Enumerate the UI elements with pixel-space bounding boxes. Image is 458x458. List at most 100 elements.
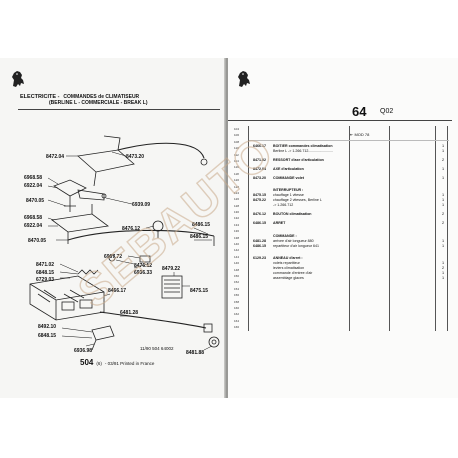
part-entry: COMMANDE : [273,234,297,238]
part-qty: 1 [441,149,445,153]
part-qty: 1 [441,244,445,248]
section-subtitle: COMMANDES de CLIMATISEUR [63,94,140,100]
line-code: 154 [234,286,240,291]
callout-label: 6481.28 [120,310,138,316]
part-qty: 1 [441,203,445,207]
section-heading: ELECTRICITE - COMMANDES de CLIMATISEUR (… [20,94,220,106]
line-code: 148 [234,267,240,272]
part-qty: 2 [441,266,445,270]
line-code: 106 [234,133,240,138]
line-code: 162 [234,312,240,317]
line-code: 118 [234,171,239,176]
callout-label: 8470.05 [28,238,46,244]
line-code: 144 [234,254,240,259]
callout-label: 6968.58 [24,175,42,181]
right-page: 64 Q02 104 106 108 110 112 114 116 118 1… [228,58,458,398]
callout-label: 8486.15 [190,234,208,240]
line-code: 120 [234,178,240,183]
line-code: 150 [234,273,240,278]
callout-label: 6968.58 [24,215,42,221]
callout-label: 8486.15 [192,222,210,228]
part-entry: INTERRUPTEUR : [273,188,304,192]
model-suffix: (6) [96,361,102,366]
catalogue-spread: ELECTRICITE - COMMANDES de CLIMATISEUR (… [0,58,458,398]
part-qty: 1 [441,198,445,202]
callout-label: 6729.03 [36,277,54,283]
section-title: ELECTRICITE - [20,94,60,100]
part-qty: 1 [441,193,445,197]
heading-rule [228,120,452,121]
line-code: 134 [234,222,240,227]
line-code: 156 [234,293,240,298]
line-code: 124 [234,190,240,195]
page-number: 64 [352,104,367,119]
left-page: ELECTRICITE - COMMANDES de CLIMATISEUR (… [0,58,226,398]
heading-rule [18,109,220,110]
column-divider [435,126,436,331]
callout-label: 8475.15 [190,288,208,294]
left-footer: 11/90 504 64002 504 (6) - 03/91 Printed … [80,346,220,367]
line-code: 116 [234,165,239,170]
line-code-column: 104 106 108 110 112 114 116 118 120 122 … [234,126,244,331]
catalogue-code: 11/90 504 64002 [140,346,174,351]
part-qty: 2 [441,212,445,216]
line-code: 110 [234,146,239,151]
callout-label: 6848.15 [36,270,54,276]
line-code: 142 [234,248,240,253]
line-code: 146 [234,261,240,266]
part-entry: -> 1.266.712 [273,203,294,207]
line-code: 108 [234,139,240,144]
callout-label: 8473.20 [126,154,144,160]
model-year-label: ⇤ MOD 78 [350,132,370,137]
callout-label: 8470.05 [26,198,44,204]
part-qty: 1 [441,276,445,280]
callout-label: 8476.12 [134,263,152,269]
callout-label: 8492.10 [38,324,56,330]
column-divider [349,126,350,331]
callout-label: 8472.04 [46,154,64,160]
parts-list: 104 106 108 110 112 114 116 118 120 122 … [234,126,450,331]
line-code: 164 [234,318,240,323]
line-code: 132 [234,216,240,221]
section-models: (BERLINE L - COMMERCIALE - BREAK L) [49,100,148,106]
line-code: 128 [234,203,240,208]
callout-label: 6936.98 [74,348,92,354]
part-qty: 1 [441,271,445,275]
part-entry: assemblage glaces [273,276,304,280]
part-qty: 1 [441,176,445,180]
line-code: 140 [234,242,240,247]
callout-label: 8476.12 [122,226,140,232]
part-entry: commande d'entree d'air [273,271,313,275]
part-qty: 1 [441,144,445,148]
exploded-diagram: 8472.04 8473.20 6968.58 6922.04 8470.05 … [8,116,224,356]
print-date: - 03/91 Printed in France [104,361,155,366]
part-qty: 1 [441,261,445,265]
callout-label: 6922.04 [24,183,42,189]
line-code: 114 [234,158,239,163]
peugeot-lion-logo [236,70,252,88]
callout-label: 6967.72 [104,254,122,260]
line-code: 130 [234,210,240,215]
line-code: 136 [234,229,240,234]
line-code: 104 [234,127,240,131]
callout-label: 6939.09 [132,202,150,208]
part-qty: 2 [441,221,445,225]
callout-label: 8471.02 [36,262,54,268]
part-qty: 1 [441,239,445,243]
page-subcode: Q02 [380,108,394,115]
model-number: 504 [80,358,94,367]
part-entry: Berline L -> 1.266.712..................… [273,149,334,153]
line-code: 126 [234,197,240,202]
callout-label: 6848.15 [38,333,56,339]
diagram-drawing [29,135,220,351]
book-gutter [224,58,230,398]
